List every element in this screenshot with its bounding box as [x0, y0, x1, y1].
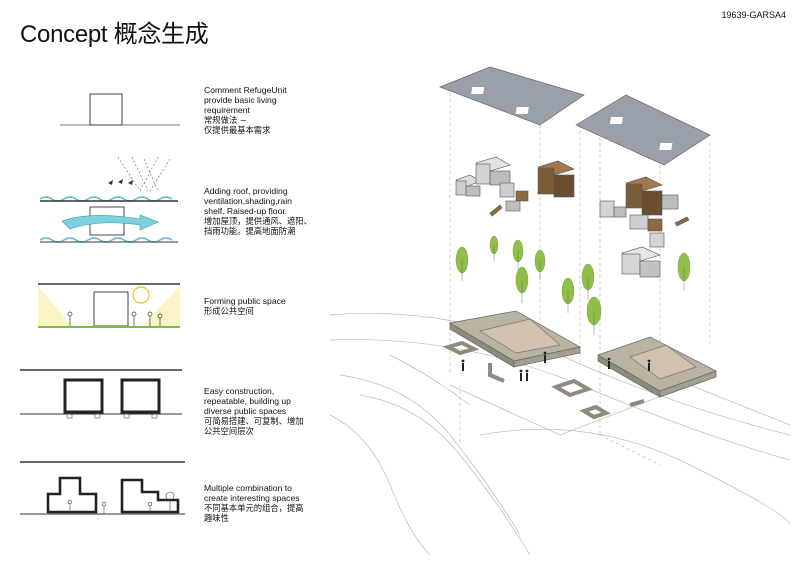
module-cluster-left	[455, 156, 575, 217]
step-5-cn: 不同基本单元的组合，提高 趣味性	[204, 503, 304, 523]
step-4-en: Easy construction, repeatable, building …	[204, 386, 291, 416]
exploded-axonometric	[330, 66, 790, 555]
step-2-en: Adding roof, providing ventilation,shadi…	[204, 186, 292, 216]
project-code: 19639-GARSA4	[721, 10, 786, 20]
module-cluster-right	[599, 176, 690, 278]
sketch-public-space	[38, 283, 180, 328]
step-1-cn: 常规做法 ~ 仅提供最基本需求	[204, 115, 271, 135]
step-4-text: Easy construction, repeatable, building …	[204, 386, 339, 436]
step-2-cn: 增加屋顶，提供通风、遮阳、 挡雨功能。提高地面防潮	[204, 216, 312, 236]
roof-skylight	[659, 143, 673, 150]
step-3-en: Forming public space	[204, 296, 286, 306]
roof-plate-right	[575, 94, 711, 166]
step-1-en: Comment RefugeUnit provide basic living …	[204, 85, 287, 115]
step-1-text: Comment RefugeUnit provide basic living …	[204, 85, 339, 135]
step-5-en: Multiple combination to create interesti…	[204, 483, 300, 503]
sketch-combination	[20, 461, 185, 515]
roof-skylight	[609, 117, 624, 124]
ground-deck-left	[449, 310, 581, 368]
step-2-text: Adding roof, providing ventilation,shadi…	[204, 186, 339, 236]
roof-skylight	[471, 87, 485, 94]
step-3-text: Forming public space 形成公共空间	[204, 296, 339, 316]
ground-deck-right	[597, 336, 717, 398]
step-3-cn: 形成公共空间	[204, 306, 254, 316]
sketch-basic-unit	[60, 93, 180, 126]
roof-skylight	[515, 107, 529, 114]
bench-elements	[442, 340, 645, 420]
page-title: Concept 概念生成	[20, 21, 209, 48]
step-4-cn: 可简易搭建、可复制、增加 公共空间层次	[204, 416, 304, 436]
sketch-roof-raised	[39, 156, 178, 243]
terrain-lines	[330, 313, 790, 555]
tree-group	[455, 235, 691, 335]
sketch-repeatable	[20, 369, 182, 419]
step-5-text: Multiple combination to create interesti…	[204, 483, 339, 523]
people	[461, 351, 651, 381]
roof-plate-left	[439, 66, 585, 126]
